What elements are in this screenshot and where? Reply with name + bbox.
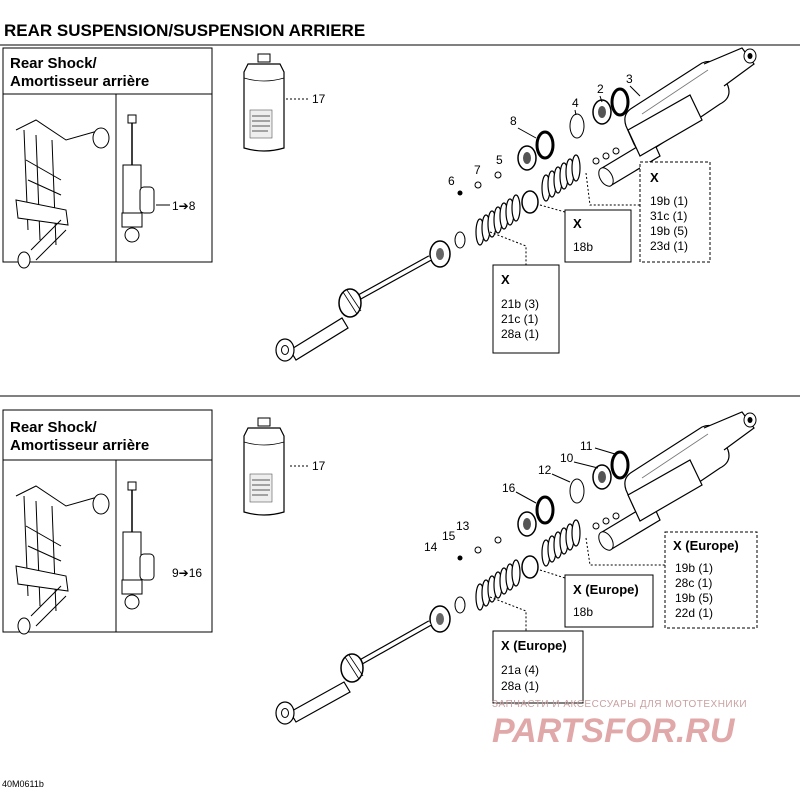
vehicle-frame-thumbnail	[15, 119, 110, 269]
svg-text:X: X	[501, 272, 510, 287]
panel-2: Rear Shock/ Amortisseur arrière 9➔16 17	[0, 395, 800, 725]
o-ring-11	[610, 450, 630, 480]
page-title: REAR SUSPENSION/SUSPENSION ARRIERE	[4, 21, 365, 40]
oil-can-icon	[243, 417, 285, 516]
callout-box-spring-seat	[564, 574, 654, 628]
o-ring-3	[610, 87, 630, 117]
shim-stack	[592, 147, 620, 165]
figure-code: 40M0611b	[2, 779, 44, 789]
svg-text:19b (5): 19b (5)	[650, 224, 688, 238]
panel-1: Rear Shock/ Amortisseur arrière 1➔8 17	[0, 44, 800, 362]
ring-12	[569, 478, 585, 504]
callout-13: 13	[456, 519, 470, 533]
piston	[521, 190, 539, 214]
body-tube	[627, 94, 703, 157]
svg-text:21b (3): 21b (3)	[501, 297, 539, 311]
panel-header-line1: Rear Shock/	[10, 419, 98, 436]
callout-7: 7	[474, 163, 481, 177]
svg-text:X (Europe): X (Europe)	[573, 582, 639, 597]
svg-text:18b: 18b	[573, 240, 593, 254]
body-tube	[627, 459, 703, 522]
ring-4	[569, 113, 585, 139]
shock-thumbnail	[121, 114, 155, 243]
callout-17: 17	[312, 459, 326, 473]
watermark-tagline: ЗАПЧАСТИ И АКСЕССУАРЫ ДЛЯ МОТОТЕХНИКИ	[492, 699, 747, 710]
part-range-label: 1➔8	[172, 199, 196, 213]
panel-header-line2: Amortisseur arrière	[10, 437, 149, 454]
lower-spring-stack	[475, 194, 521, 246]
part-14	[457, 555, 463, 561]
callout-12: 12	[538, 463, 552, 477]
svg-text:X (Europe): X (Europe)	[673, 538, 739, 553]
svg-text:19b (1): 19b (1)	[675, 561, 713, 575]
callout-15: 15	[442, 529, 456, 543]
part-7	[474, 181, 482, 189]
svg-text:18b: 18b	[573, 605, 593, 619]
lower-spring-stack	[475, 559, 521, 611]
svg-text:X (Europe): X (Europe)	[501, 638, 567, 653]
part-5	[494, 171, 502, 179]
svg-text:19b (5): 19b (5)	[675, 591, 713, 605]
callout-box-shaft	[664, 531, 758, 629]
piston	[521, 555, 539, 579]
callout-17: 17	[312, 92, 326, 106]
callout-6: 6	[448, 174, 455, 188]
svg-text:19b (1): 19b (1)	[650, 194, 688, 208]
svg-text:X: X	[573, 216, 582, 231]
washer	[454, 596, 466, 614]
callout-box-shaft	[639, 161, 711, 263]
callout-4: 4	[572, 96, 579, 110]
part-6	[457, 190, 463, 196]
svg-text:31c (1): 31c (1)	[650, 209, 687, 223]
part-13	[494, 536, 502, 544]
callout-10: 10	[560, 451, 574, 465]
svg-text:28a (1): 28a (1)	[501, 679, 539, 693]
svg-text:X: X	[650, 170, 659, 185]
part-range-label: 9➔16	[172, 566, 202, 580]
callout-11: 11	[580, 439, 593, 453]
callout-2: 2	[597, 82, 604, 96]
svg-text:28a (1): 28a (1)	[501, 327, 539, 341]
oil-can-icon	[243, 53, 285, 152]
callout-box-spring	[492, 630, 584, 704]
svg-text:23d (1): 23d (1)	[650, 239, 688, 253]
thumbnail-frame	[2, 47, 213, 263]
callout-16: 16	[502, 481, 516, 495]
panel-header-line1: Rear Shock/	[10, 55, 98, 72]
upper-spring-stack	[541, 154, 581, 202]
callout-box-spring-seat	[564, 209, 632, 263]
callout-5: 5	[496, 153, 503, 167]
vehicle-frame-thumbnail	[15, 485, 110, 635]
svg-text:21c (1): 21c (1)	[501, 312, 538, 326]
washer	[454, 231, 466, 249]
ring-16	[535, 495, 555, 525]
callout-box-spring	[492, 264, 560, 354]
svg-text:22d (1): 22d (1)	[675, 606, 713, 620]
part-15	[474, 546, 482, 554]
callout-8: 8	[510, 114, 517, 128]
svg-text:21a (4): 21a (4)	[501, 663, 539, 677]
callout-14: 14	[424, 540, 438, 554]
watermark-brand: PARTSFOR.RU	[492, 712, 736, 750]
svg-text:28c (1): 28c (1)	[675, 576, 712, 590]
thumbnail-frame	[2, 409, 213, 633]
upper-spring-stack	[541, 519, 581, 567]
panel-header-line2: Amortisseur arrière	[10, 73, 149, 90]
shim-stack	[592, 512, 620, 530]
ring-8	[535, 130, 555, 160]
shock-thumbnail	[121, 481, 155, 610]
callout-3: 3	[626, 72, 633, 86]
